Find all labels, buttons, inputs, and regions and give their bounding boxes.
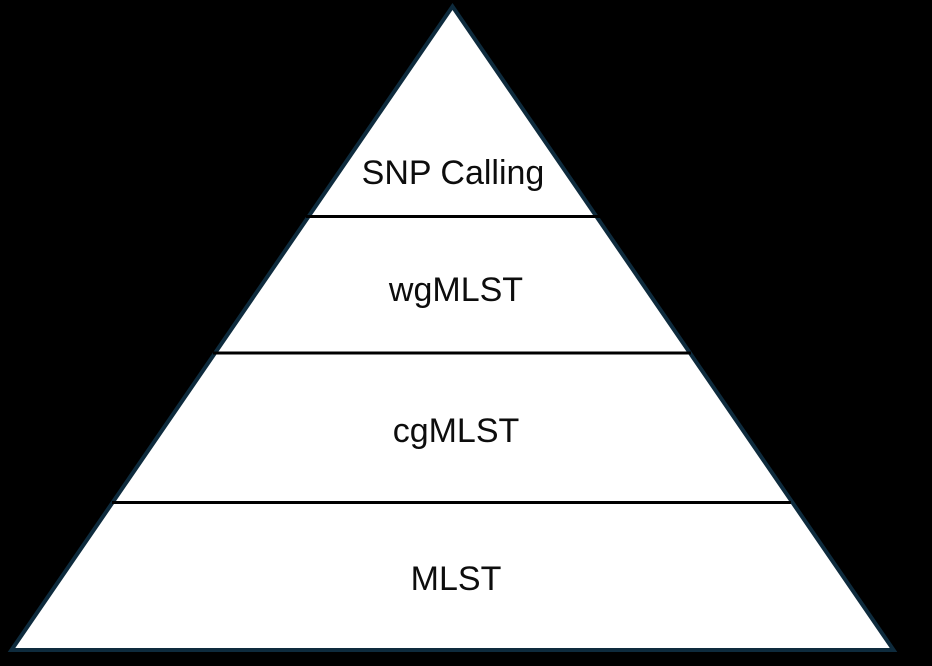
pyramid-level-label-cgmlst: cgMLST [393,412,520,450]
pyramid-level-label-wgmlst: wgMLST [388,271,523,309]
pyramid-shape [7,2,898,652]
pyramid-level-label-snp-calling: SNP Calling [362,154,545,192]
pyramid-level-label-mlst: MLST [411,560,502,598]
